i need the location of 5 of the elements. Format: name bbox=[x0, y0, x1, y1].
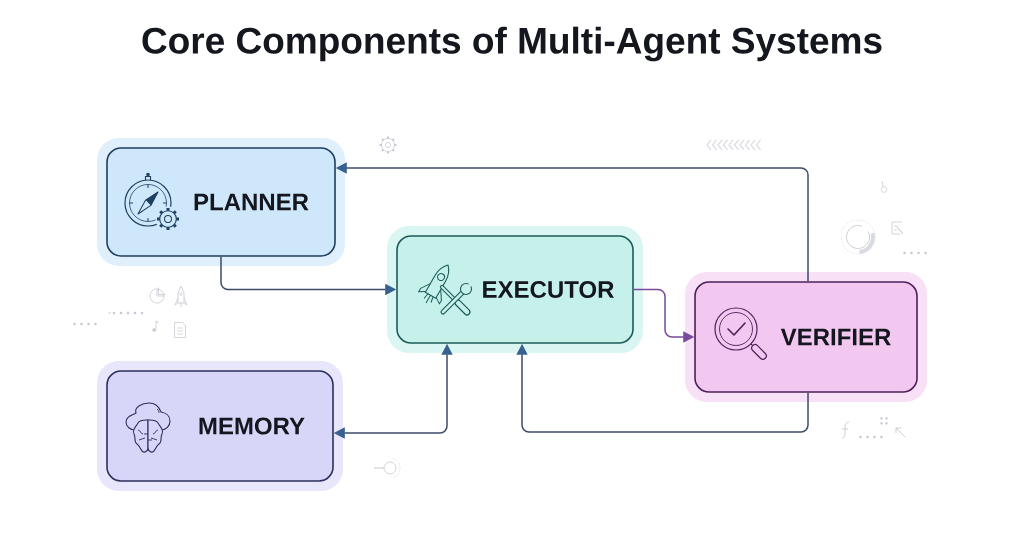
process-box: PLANNER bbox=[97, 138, 345, 266]
process-box: VERIFIER bbox=[685, 272, 927, 402]
process-box: EXECUTOR bbox=[387, 226, 643, 353]
process-box: MEMORY bbox=[97, 361, 343, 491]
title: Core Components of Multi-Agent Systems bbox=[142, 26, 882, 62]
